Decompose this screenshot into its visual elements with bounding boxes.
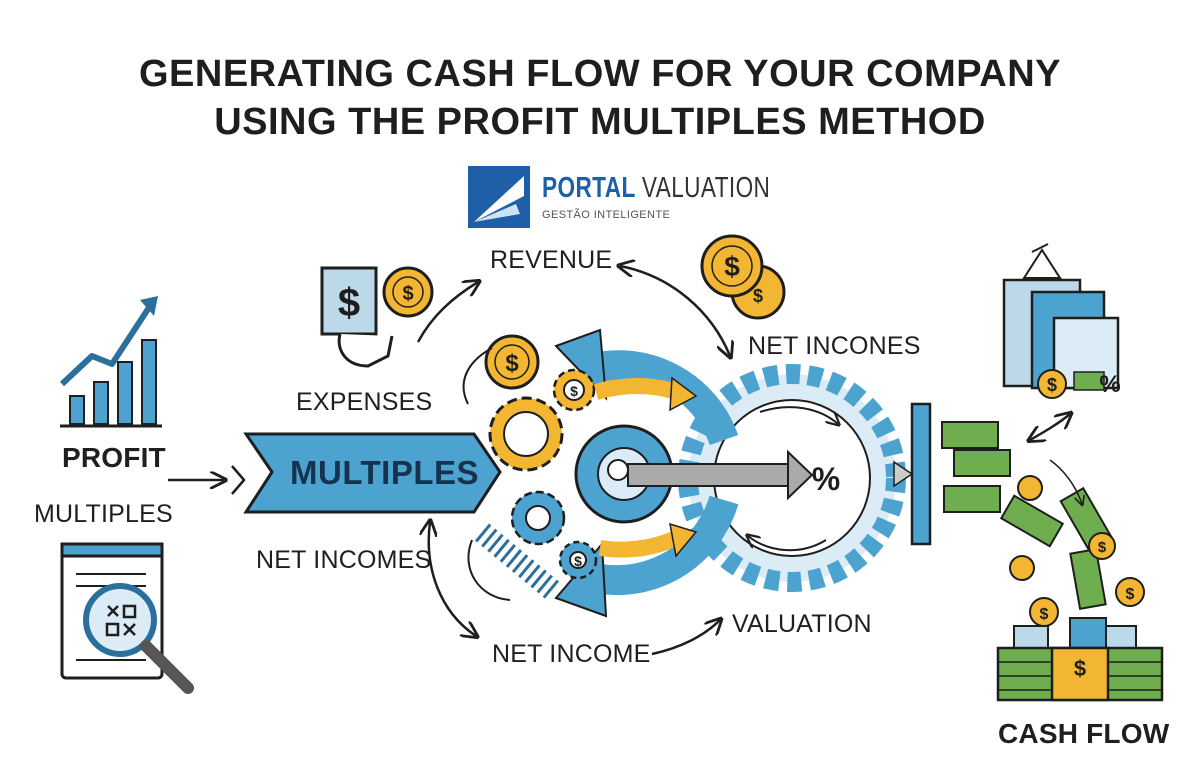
banknote-icons <box>941 421 1113 610</box>
brand-name: PORTAL VALUATION <box>542 172 770 205</box>
building-icon <box>1002 243 1120 399</box>
valuation-label: VALUATION <box>732 610 872 638</box>
title-line-1: GENERATING CASH FLOW FOR YOUR COMPANY <box>138 53 1062 95</box>
brand-tagline: GESTÃO INTELIGENTE <box>542 209 671 221</box>
multiples-left-label: MULTIPLES <box>34 500 173 528</box>
blue-gear-icon-2 <box>558 540 598 580</box>
coin-dollar-sign-2: $ <box>724 251 740 282</box>
coin-icon-1 <box>382 266 434 318</box>
coin-icon-2 <box>484 334 540 390</box>
gold-gear-icon-2 <box>552 368 596 412</box>
gear-dollar-sign-2: $ <box>574 553 582 569</box>
revenue-label: REVENUE <box>490 246 613 274</box>
main-arrow <box>627 449 814 501</box>
document-magnifier-icon <box>60 542 194 694</box>
gold-gear-icon-1 <box>488 396 564 472</box>
falling-coin-dollar-sign-1: $ <box>1126 586 1135 603</box>
brand-name-secondary: VALUATION <box>641 172 771 204</box>
profit-arrow <box>168 465 246 495</box>
falling-coin-dollar-sign-3: $ <box>1098 539 1107 556</box>
brand-logo-icon <box>468 166 530 228</box>
gear-dollar-sign-1: $ <box>570 383 578 399</box>
coin-dollar-sign-3: $ <box>753 286 763 306</box>
diagram-title: GENERATING CASH FLOW FOR YOUR COMPANY US… <box>0 50 1200 146</box>
net-incones-label: NET INCONES <box>748 332 921 360</box>
building-coin-dollar-sign: $ <box>1047 375 1057 395</box>
title-line-2: USING THE PROFIT MULTIPLES METHOD <box>214 101 986 143</box>
cycle-arrows-right <box>620 266 730 656</box>
profit-label: PROFIT <box>62 442 166 473</box>
gate-block <box>893 402 932 546</box>
cash-pile-dollar-sign: $ <box>1074 656 1086 681</box>
card-dollar-sign: $ <box>338 281 360 325</box>
hand-dollar-card-icon <box>320 266 394 368</box>
blue-gear-icon-1 <box>510 490 566 546</box>
falling-coins <box>1009 459 1145 627</box>
growth-chart-icon <box>59 296 162 428</box>
building-percent-sign: % <box>1099 371 1120 398</box>
net-incomes-label: NET INCOMES <box>256 546 432 574</box>
cash-flow-label: CASH FLOW <box>998 718 1170 749</box>
coin-stack-icon <box>700 234 786 320</box>
cash-pile-icon <box>996 617 1164 702</box>
multiples-banner-arrow <box>243 432 502 514</box>
multiples-banner-label: MULTIPLES <box>290 454 480 491</box>
coin-dollar-sign-4: $ <box>505 350 519 377</box>
building-connector-arrow <box>1030 414 1070 440</box>
brand-name-primary: PORTAL <box>542 172 636 204</box>
net-income-label: NET INCOME <box>492 640 651 668</box>
coin-dollar-sign-1: $ <box>402 283 413 305</box>
gold-flow-arrows <box>593 376 698 558</box>
expenses-label: EXPENSES <box>296 388 433 416</box>
falling-coin-dollar-sign-2: $ <box>1040 606 1049 623</box>
cycle-arrows-left <box>416 282 511 636</box>
valuation-percent-sign: % <box>812 461 840 497</box>
